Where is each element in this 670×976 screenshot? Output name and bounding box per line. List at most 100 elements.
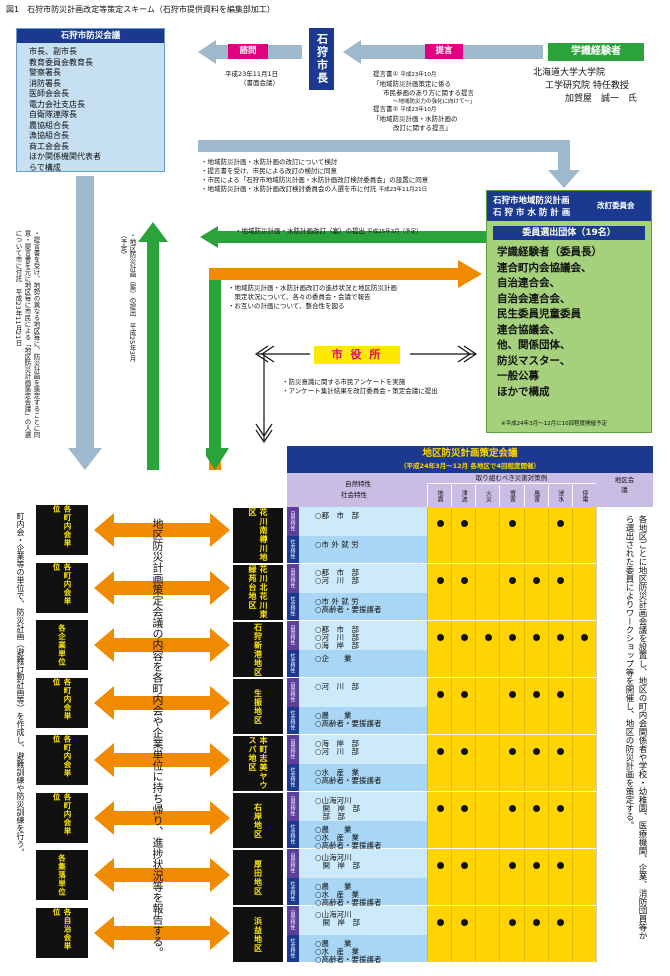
committee-title: 石狩市地域防災計画 石 狩 市 水 防 計 画 改訂委員会 [487,191,651,221]
council-member: 医師会会長 [29,89,69,98]
right-note: 各地区ごとに地区防災計画会議を設置し、地区の町内会関係者や学校・幼稚園、医療機関… [624,515,647,940]
social-item: ○農 業 [315,710,352,720]
progress-item: ・お互いの計画について、整合性を図る [228,302,345,310]
social-item: ○高齢者・要援護者 [315,604,382,614]
hazard-cell [427,792,451,848]
orange-double-arrow [94,685,230,720]
hazard-row [427,906,596,963]
nature-cell: 自然特性○山海河川 開 岸 部 [287,849,427,879]
hazard-cell [523,906,548,962]
hazard-cell [427,507,451,563]
district-name: 本町志美ヤウスバ地区 [233,736,283,791]
hazard-dot [533,634,541,641]
hazard-col-label: 地震 [427,485,451,507]
hazard-col-label: 雪害 [499,485,523,507]
committee-member: ほかで構成 [497,385,550,398]
hazard-cell [499,564,523,620]
nature-cell: 自然特性○山海河川 開 岸 部 部 部 [287,792,427,822]
hazard-cell [547,849,572,905]
committee-member-list: 学識経験者（委員長） 連合町内会協議会、 自治連合会、 自治会連合会、 民生委員… [487,240,651,400]
social-tag: 社会特性 [287,877,299,905]
nature-cell: 自然特性○海 岸 部○河 川 部 [287,735,427,765]
col-social: 社会特性 [341,491,367,499]
proposal-date: 平成23年10月 [400,107,437,113]
hazard-dot [460,691,468,698]
left-note: 町内会・企業等の単位で、防災計画（避難行動計画等）を作成し、避難訓練や防災訓練を… [16,512,25,856]
hazard-cell [475,564,499,620]
nature-item: ○山海河川 [315,853,352,862]
social-cell: 社会特性○企 業 [287,649,427,677]
council-to-committee-arrow [198,140,580,188]
social-cell: 社会特性○水 産 業○高齢者・要援護者 [287,763,427,791]
nature-tag: 自然特性 [287,906,299,935]
hazard-col-label: 浸水 [547,485,572,507]
council-member: ほか関係機関代表者 [29,152,101,161]
hazard-dot [436,862,444,869]
hazard-dot [460,520,468,527]
hazard-cell [547,735,572,791]
hazard-dot [484,634,492,641]
district-name: 石狩新港地区 [233,622,283,677]
hazard-cell [523,849,548,905]
hazard-dot [508,634,516,641]
social-item: ○水 産 業 [315,946,360,956]
nature-item: ○山海河川 [315,796,352,805]
hazard-dot [436,805,444,812]
center-note: 地区防災計画策定会議の内容を各町内会や企業単位に持ち帰り、進捗状況等を報告する。 [151,518,164,958]
nature-social-header: 自然特性 社会特性 [287,473,427,507]
hazard-cell [499,735,523,791]
social-item: ○市 外 就 労 [315,539,359,549]
social-item: ○農 業 [315,938,352,948]
social-item: ○高齢者・要援護者 [315,954,382,964]
hazard-col-label: 火災 [475,485,499,507]
social-item: ○高齢者・要援護者 [315,897,382,907]
hazard-cell [475,678,499,734]
nature-cell: 自然特性○都 市 部○河 川 部○海 岸 部 [287,621,427,651]
nature-tag: 自然特性 [287,849,299,878]
nature-tag: 自然特性 [287,507,299,536]
hazard-cell [427,564,451,620]
hazard-dot [436,919,444,926]
instruction-item: ・地域防災計画・水防計画の改訂について検討 [201,158,338,166]
committee-member: 一般公募 [497,370,539,382]
hazard-dot [460,805,468,812]
committee-member: 他、関係団体、 [497,339,571,351]
hazard-dot [557,748,565,755]
committee-member: 自治連合会、 [497,277,560,289]
social-tag: 社会特性 [287,535,299,563]
hazard-cell [547,621,572,677]
hazard-cell [451,735,475,791]
instruction-list: ・地域防災計画・水防計画の改訂について検討 ・提言書を受け、市民による改訂の検討… [201,158,501,195]
nature-item: ○海 岸 部 [315,739,360,748]
hazard-cell [451,564,475,620]
survey-text: ・防災意識に関する市民アンケートを実施 ・アンケート集計結果を改訂委員会・策定会… [282,378,438,396]
hazard-dot [508,862,516,869]
social-item: ○水 産 業 [315,832,360,842]
hazard-cell [499,906,523,962]
hazard-dot [557,634,565,641]
proposal-text: 「地域防災計画策定に係る [373,80,451,88]
proposal-head: 提言書② [373,105,399,113]
social-cell: 社会特性 ○市 外 就 労 [287,535,427,563]
social-item: ○高齢者・要援護者 [315,840,382,850]
hazard-dot [533,862,541,869]
hazard-cell [547,564,572,620]
hazard-cell [427,735,451,791]
social-cell: 社会特性○農 業○水 産 業○高齢者・要援護者 [287,820,427,850]
instruction-item: ・提言書を受け、市民による改訂の検討に同意 [201,167,337,175]
proposal-text: 市民参画のあり方に関する提言 [383,89,474,97]
expert-box: 学識経験者 [548,43,644,61]
orange-double-arrow [94,628,230,662]
nature-item: 部 部 [315,812,345,821]
social-tag: 社会特性 [287,763,299,791]
unit-block: 各企業単位 [36,620,88,670]
council-member: 漁協組合長 [29,131,69,140]
unit-block: 各自治会単位 [36,907,88,958]
hazard-dot [508,748,516,755]
hazard-cell [523,507,548,563]
submit-date: 平成25年3月（予定） [367,229,422,235]
social-cell: 社会特性○農 業○高齢者・要援護者 [287,706,427,734]
district-name: 生振地区 [233,679,283,734]
hazard-dot [508,919,516,926]
expert-name: 加賀屋 誠一 氏 [565,94,638,104]
